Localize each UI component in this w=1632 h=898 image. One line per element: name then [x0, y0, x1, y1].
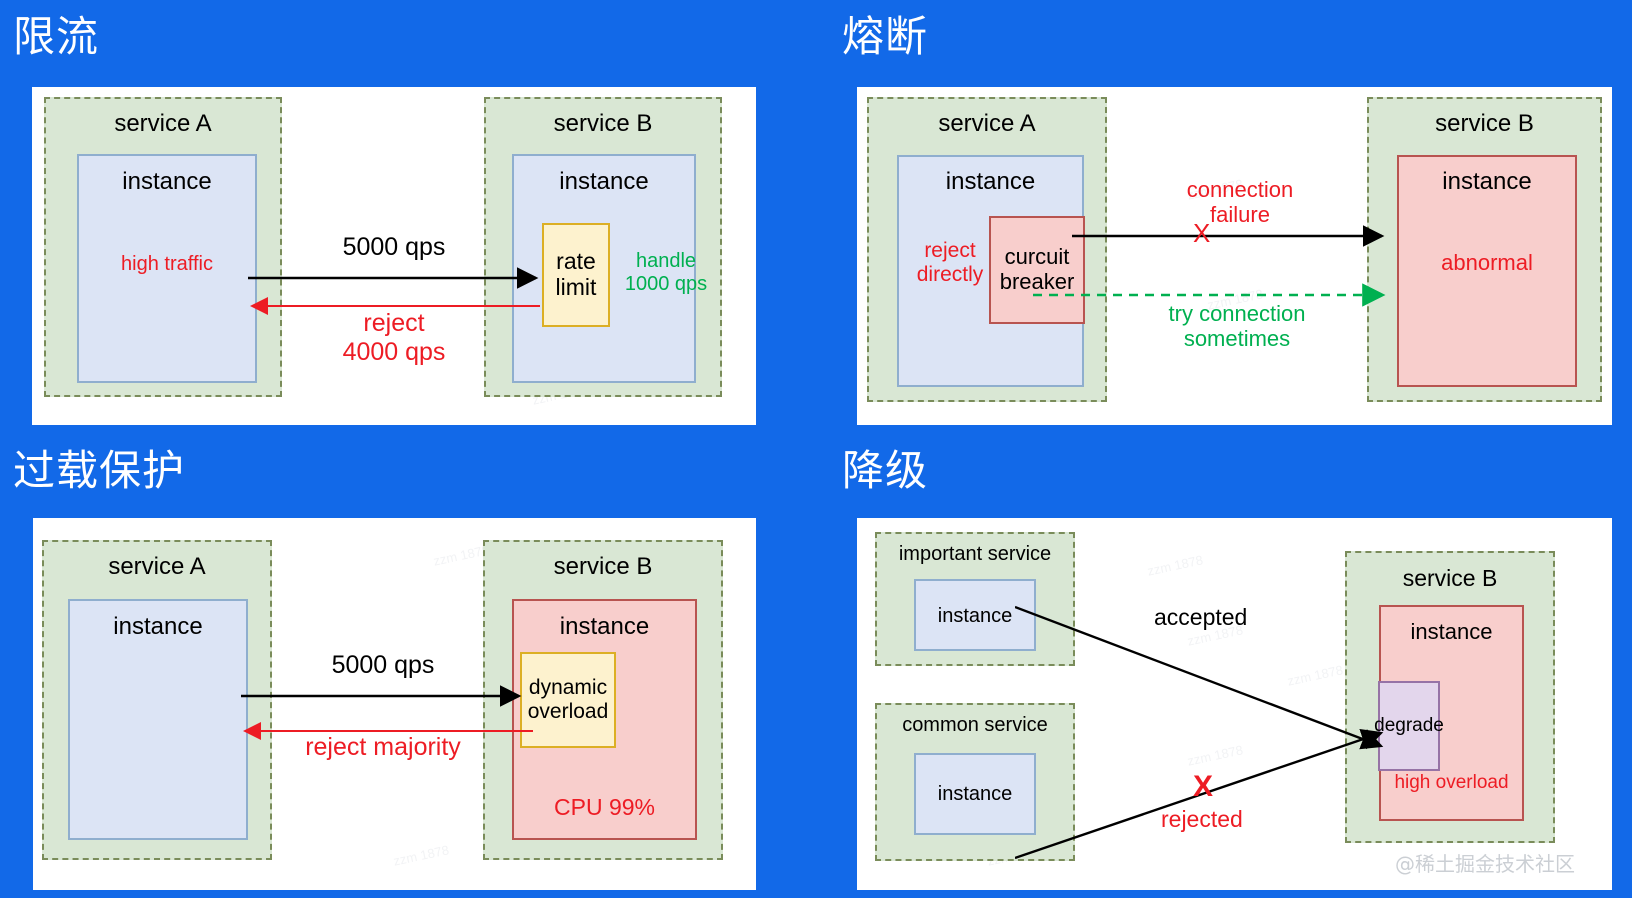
panel-circuit-breaking: zzm 1878 zzm 1878 zzm 1878 zzm 1878 zzm … — [857, 87, 1612, 425]
tile-watermark: zzm 1878 — [432, 542, 491, 569]
rate-limit-line1: rate — [556, 248, 596, 275]
service-a-container[interactable]: service A instance — [42, 540, 272, 860]
quadrant-title-circuit-breaking: 熔断 — [842, 12, 929, 61]
high-traffic-note: high traffic — [121, 253, 213, 275]
quadrant-title-rate-limiting: 限流 — [13, 12, 100, 61]
connection-failure-line2: failure — [1210, 202, 1270, 228]
arrow-reject — [250, 297, 540, 315]
panel-overload-protection: zzm 1878 zzm 1878 zzm 1878 zzm 1878 zzm … — [33, 518, 756, 890]
label-reject-line1: reject — [363, 309, 425, 337]
common-service-instance[interactable]: instance — [914, 753, 1036, 835]
label-rejected: rejected — [1161, 806, 1243, 832]
label-connection-failure: connection failure — [1125, 177, 1355, 228]
service-b-instance-label: instance — [559, 168, 649, 195]
label-try-connection: try connection sometimes — [1112, 301, 1362, 352]
handle-note-line1: handle — [635, 250, 697, 272]
service-a-label: service A — [108, 553, 206, 580]
label-reject-line2: 4000 qps — [342, 337, 446, 366]
service-b-container[interactable]: service B instance abnormal — [1367, 97, 1602, 402]
service-b-label: service B — [1435, 110, 1534, 137]
reject-directly-note: reject directly — [905, 239, 995, 287]
arrow-connection-failure — [1072, 225, 1385, 247]
arrow-try-connection — [1033, 283, 1386, 307]
label-5000-qps: 5000 qps — [342, 233, 446, 261]
service-a-instance-label: instance — [113, 613, 203, 640]
service-a-instance-label: instance — [122, 168, 212, 195]
arrow-reject-majority — [243, 722, 533, 740]
service-b-instance-label: instance — [559, 613, 650, 640]
panel-degradation: zzm 1878 zzm 1878 zzm 1878 zzm 1878 zzm … — [857, 518, 1612, 890]
common-service-container[interactable]: common service instance — [875, 703, 1075, 861]
connection-failure-line1: connection — [1186, 177, 1294, 202]
service-a-label: service A — [114, 110, 212, 137]
service-a-instance-label: instance — [945, 168, 1036, 195]
circuit-breaker-line1: curcuit — [1004, 244, 1070, 270]
arrow-rejected — [1015, 728, 1384, 860]
panel-rate-limiting: zzm 1878 zzm 1878 zzm 1878 zzm 1878 serv… — [32, 87, 756, 425]
degrade-box[interactable]: degrade — [1374, 681, 1444, 771]
rejected-x-marker: X — [1193, 770, 1214, 803]
label-5000-qps: 5000 qps — [331, 651, 435, 679]
dynamic-overload-line1: dynamic — [528, 676, 608, 700]
service-b-instance-label: instance — [1442, 168, 1532, 195]
handle-note-line2: 1000 qps — [624, 273, 708, 295]
try-connection-line1: try connection — [1168, 301, 1306, 326]
service-b-label: service B — [553, 553, 653, 580]
important-service-container[interactable]: important service instance — [875, 532, 1075, 666]
service-b-label: service B — [553, 110, 653, 137]
important-service-label: important service — [898, 543, 1052, 565]
service-b-container[interactable]: service B instance high overload degrade — [1345, 551, 1555, 843]
service-a-instance[interactable]: instance — [68, 599, 248, 840]
degrade-label: degrade — [1374, 715, 1444, 737]
connection-failure-x-marker: X — [1193, 218, 1211, 248]
arrow-5000-qps — [241, 685, 522, 707]
try-connection-line2: sometimes — [1183, 326, 1291, 352]
tile-watermark: zzm 1878 — [392, 842, 451, 869]
service-b-instance[interactable]: instance abnormal — [1397, 155, 1577, 387]
quadrant-title-overload-protection: 过载保护 — [13, 446, 186, 495]
service-b-container[interactable]: service B instance CPU 99% dynamic overl… — [483, 540, 723, 860]
dynamic-overload-line2: overload — [527, 700, 609, 723]
rate-limit-box[interactable]: rate limit — [542, 223, 610, 327]
rate-limit-line2: limit — [555, 274, 597, 300]
handle-note: handle 1000 qps — [616, 250, 716, 296]
service-b-instance-label: instance — [1410, 619, 1493, 644]
abnormal-note: abnormal — [1441, 250, 1533, 275]
service-b-container[interactable]: service B instance rate limit handle 100… — [484, 97, 722, 397]
dynamic-overload-box[interactable]: dynamic overload — [520, 652, 616, 748]
service-a-label: service A — [938, 110, 1036, 137]
high-overload-note: high overload — [1394, 772, 1509, 793]
arrow-accepted — [1015, 605, 1384, 750]
service-a-instance[interactable]: instance high traffic — [77, 154, 257, 383]
service-a-container[interactable]: service A instance high traffic — [44, 97, 282, 397]
tile-watermark: zzm 1878 — [1146, 552, 1205, 579]
quadrant-title-degradation: 降级 — [842, 446, 929, 495]
cpu-note: CPU 99% — [554, 794, 655, 820]
reject-directly-line1: reject — [924, 239, 976, 262]
common-service-label: common service — [902, 714, 1048, 736]
common-service-instance-label: instance — [937, 783, 1013, 805]
site-watermark: @稀土掘金技术社区 — [1395, 852, 1575, 876]
arrow-5000-qps — [248, 267, 539, 289]
label-reject-majority: reject majority — [305, 733, 461, 761]
circuit-breaker-line2: breaker — [999, 269, 1075, 294]
label-accepted: accepted — [1154, 604, 1248, 630]
important-service-instance-label: instance — [937, 605, 1013, 627]
service-a-container[interactable]: service A instance reject directly curcu… — [867, 97, 1107, 402]
service-b-label: service B — [1402, 565, 1498, 591]
circuit-breaker-box[interactable]: curcuit breaker — [989, 216, 1085, 324]
label-reject: reject 4000 qps — [294, 309, 494, 367]
reject-directly-line2: directly — [916, 263, 984, 287]
